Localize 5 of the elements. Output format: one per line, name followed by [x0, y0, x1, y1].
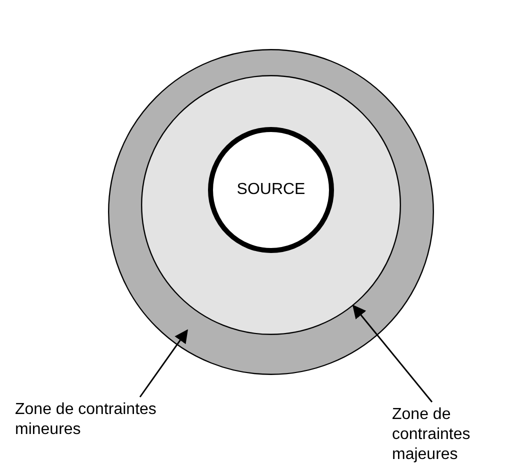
zone-label: Zone de contraintes majeures	[392, 405, 472, 465]
source-label: SOURCE	[236, 180, 306, 200]
leader-arrow	[352, 304, 433, 402]
leader-arrow	[139, 329, 188, 398]
zone-label: Zone de contraintes mineures	[15, 400, 158, 440]
